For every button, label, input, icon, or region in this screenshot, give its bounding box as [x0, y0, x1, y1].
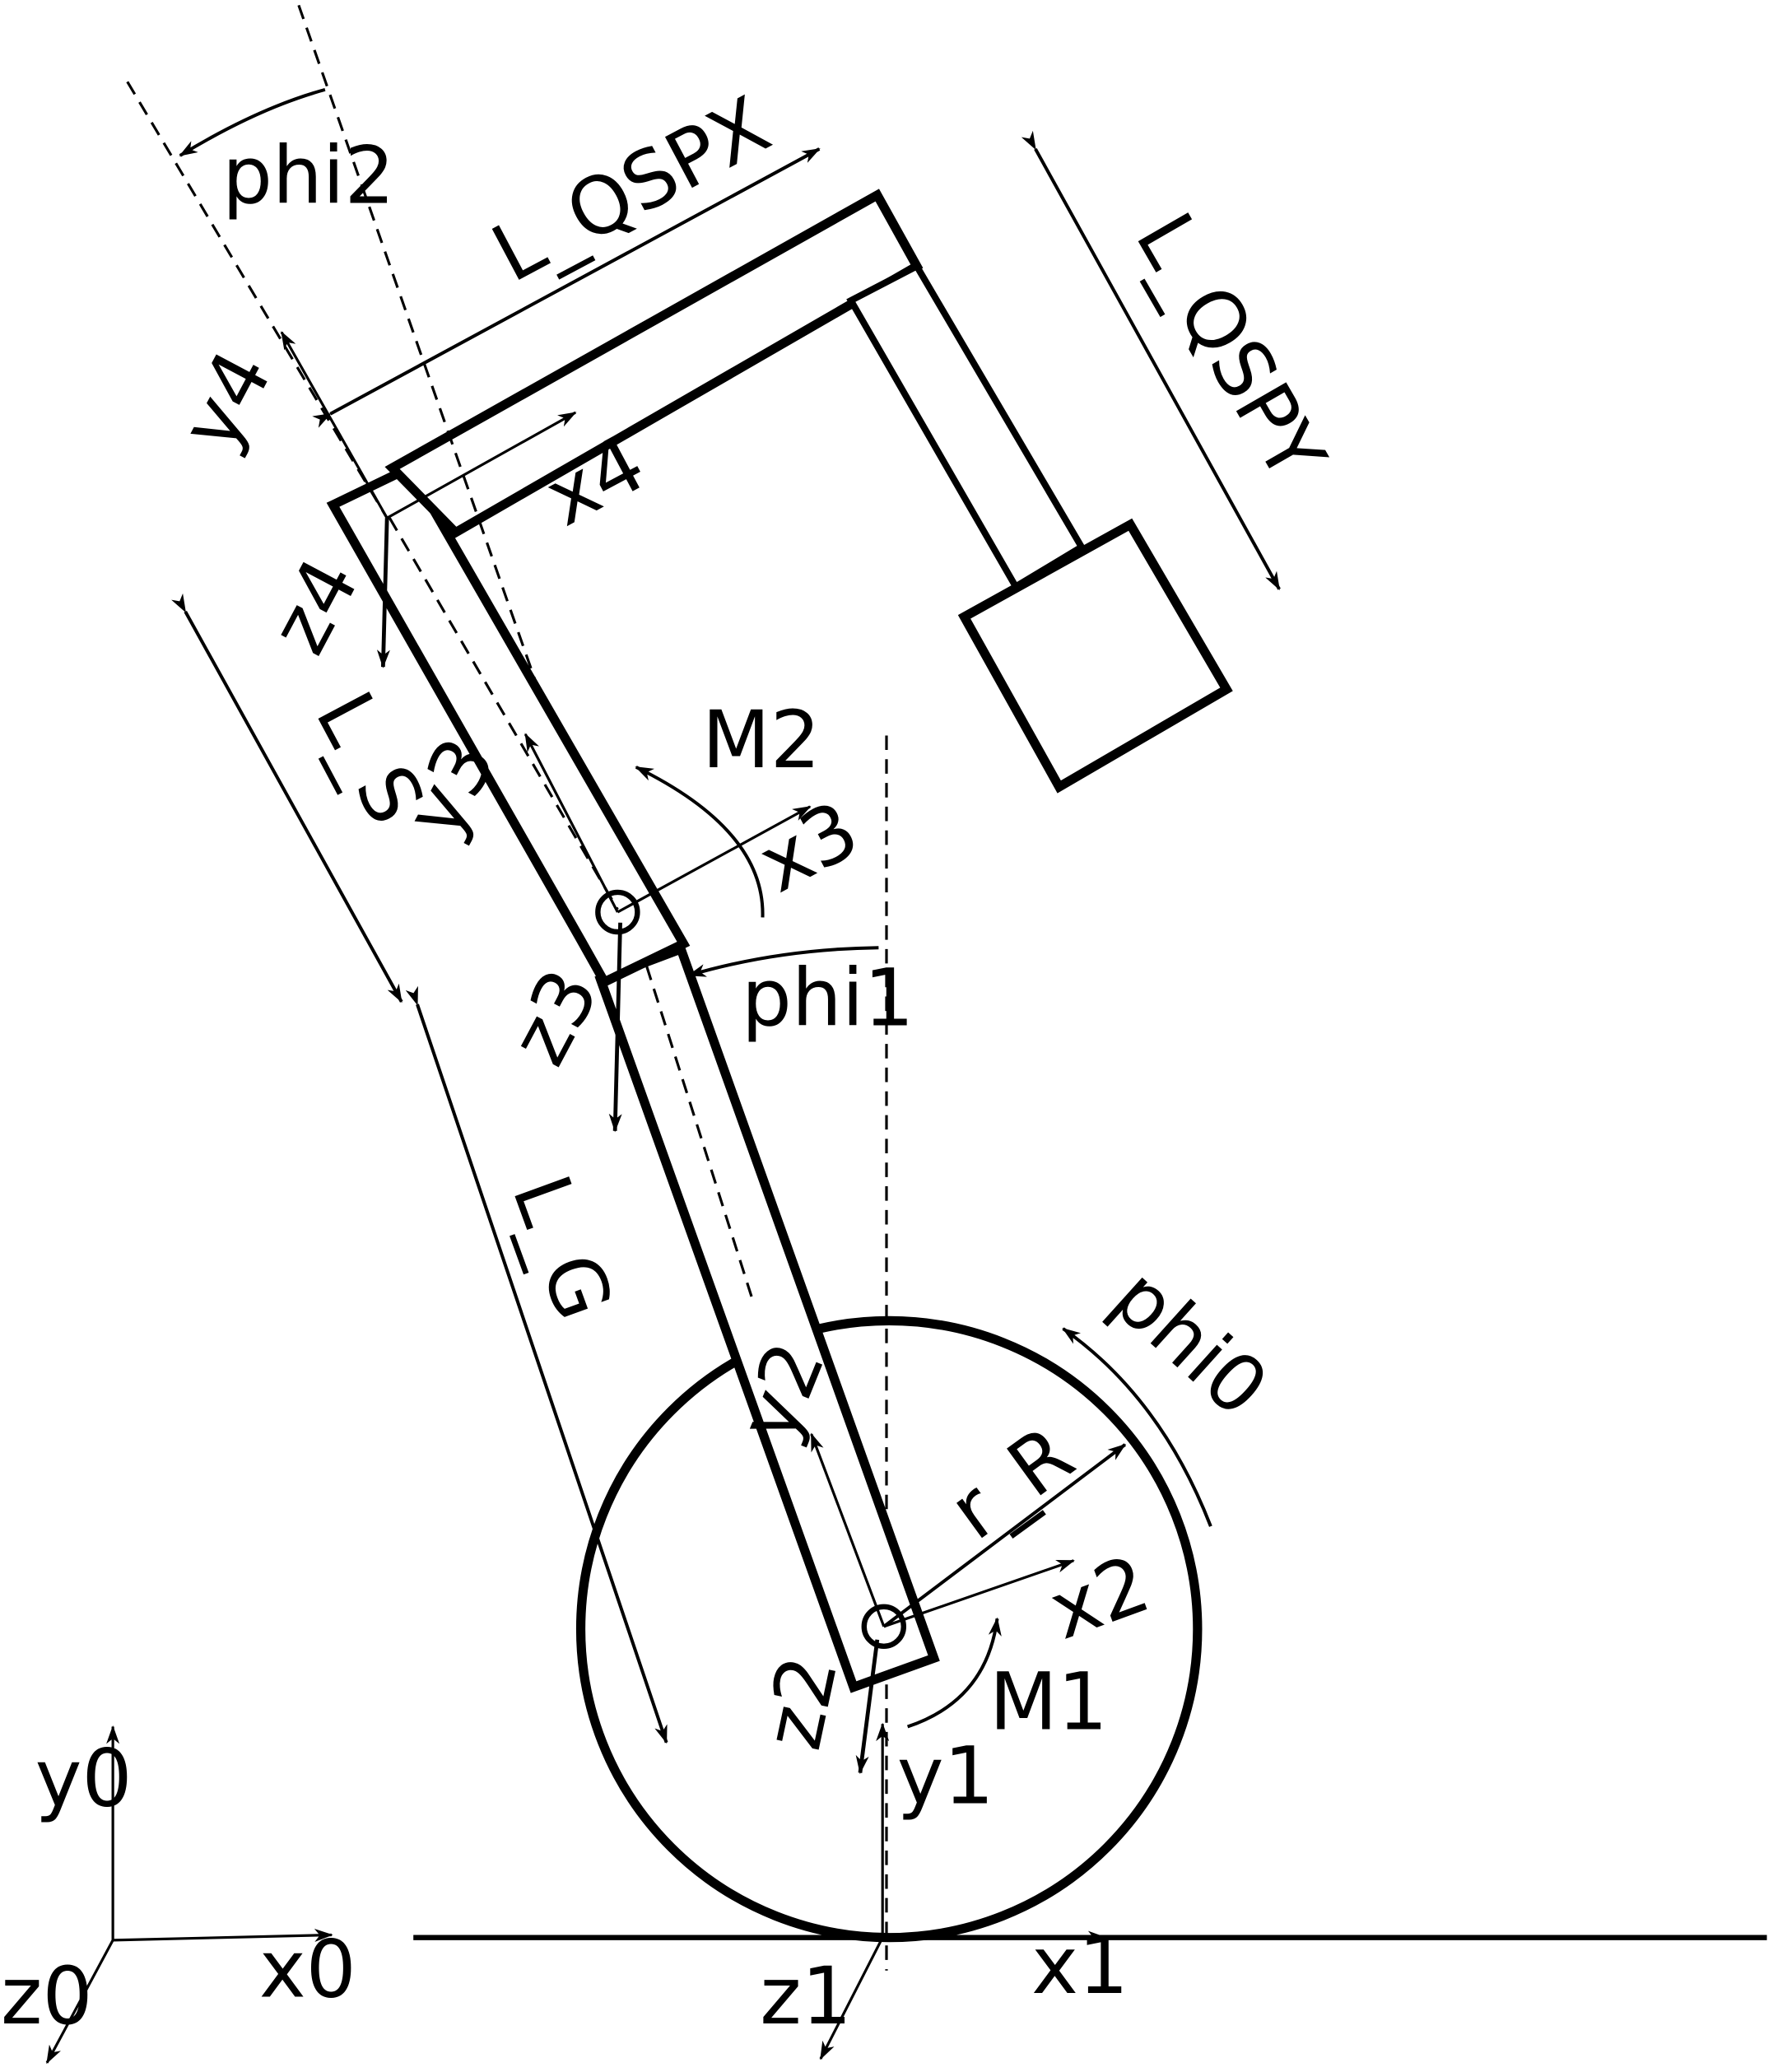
label-x3: x3 — [744, 784, 873, 910]
l-qspx-dimension-arrow — [312, 147, 821, 428]
label-z2: z2 — [747, 1648, 856, 1757]
x0-axis — [113, 1928, 333, 1942]
label-phi0: phi0 — [1096, 1250, 1286, 1435]
x3-axis — [617, 805, 812, 914]
label-x0: x0 — [259, 1924, 356, 2016]
label-x1: x1 — [1031, 1920, 1128, 2012]
z2-axis — [855, 1639, 880, 1775]
m1-arc — [906, 1617, 1002, 1729]
upper-rod-axis — [388, 517, 619, 910]
l-s-dimension-arrow — [171, 593, 403, 1003]
label-l-qspy: L_QSPY — [1118, 198, 1343, 496]
label-phi2: phi2 — [222, 130, 395, 222]
label-phi1: phi1 — [742, 952, 914, 1045]
joint-3 — [595, 889, 640, 935]
label-l-g: L_G — [495, 1164, 631, 1332]
phi2-reference-line-b — [126, 81, 389, 519]
z3-axis — [608, 922, 622, 1133]
label-z4: z4 — [253, 543, 377, 668]
m2-arc — [635, 766, 765, 918]
label-y4: y4 — [163, 336, 290, 465]
z1-axis — [819, 1936, 884, 2060]
y4-axis — [280, 331, 389, 519]
z4-axis — [376, 518, 390, 668]
label-z0: z0 — [1, 1950, 93, 2042]
l-g-dimension-arrow — [405, 985, 668, 1744]
x2-axis — [883, 1559, 1075, 1628]
y3-axis — [524, 733, 619, 913]
label-l-qspx: L_QSPX — [477, 79, 784, 300]
label-y0: y0 — [35, 1733, 133, 1825]
label-z1: z1 — [760, 1950, 852, 2042]
horizontal-arm — [384, 189, 924, 538]
y2-axis — [810, 1432, 886, 1627]
z0-axis — [45, 1939, 114, 2065]
r-r-radius-arrow — [882, 1443, 1127, 1628]
x4-axis — [386, 411, 577, 519]
joint-2 — [861, 1604, 907, 1650]
label-m1: M1 — [989, 1656, 1108, 1748]
l-qspy-dimension-arrow — [1021, 130, 1281, 591]
phi0-arc — [1062, 1327, 1212, 1527]
label-m2: M2 — [702, 694, 821, 786]
label-y1: y1 — [897, 1730, 994, 1822]
phi1-arc — [687, 946, 879, 977]
phi2-arc — [179, 87, 326, 157]
vertical-arm — [846, 262, 1087, 592]
